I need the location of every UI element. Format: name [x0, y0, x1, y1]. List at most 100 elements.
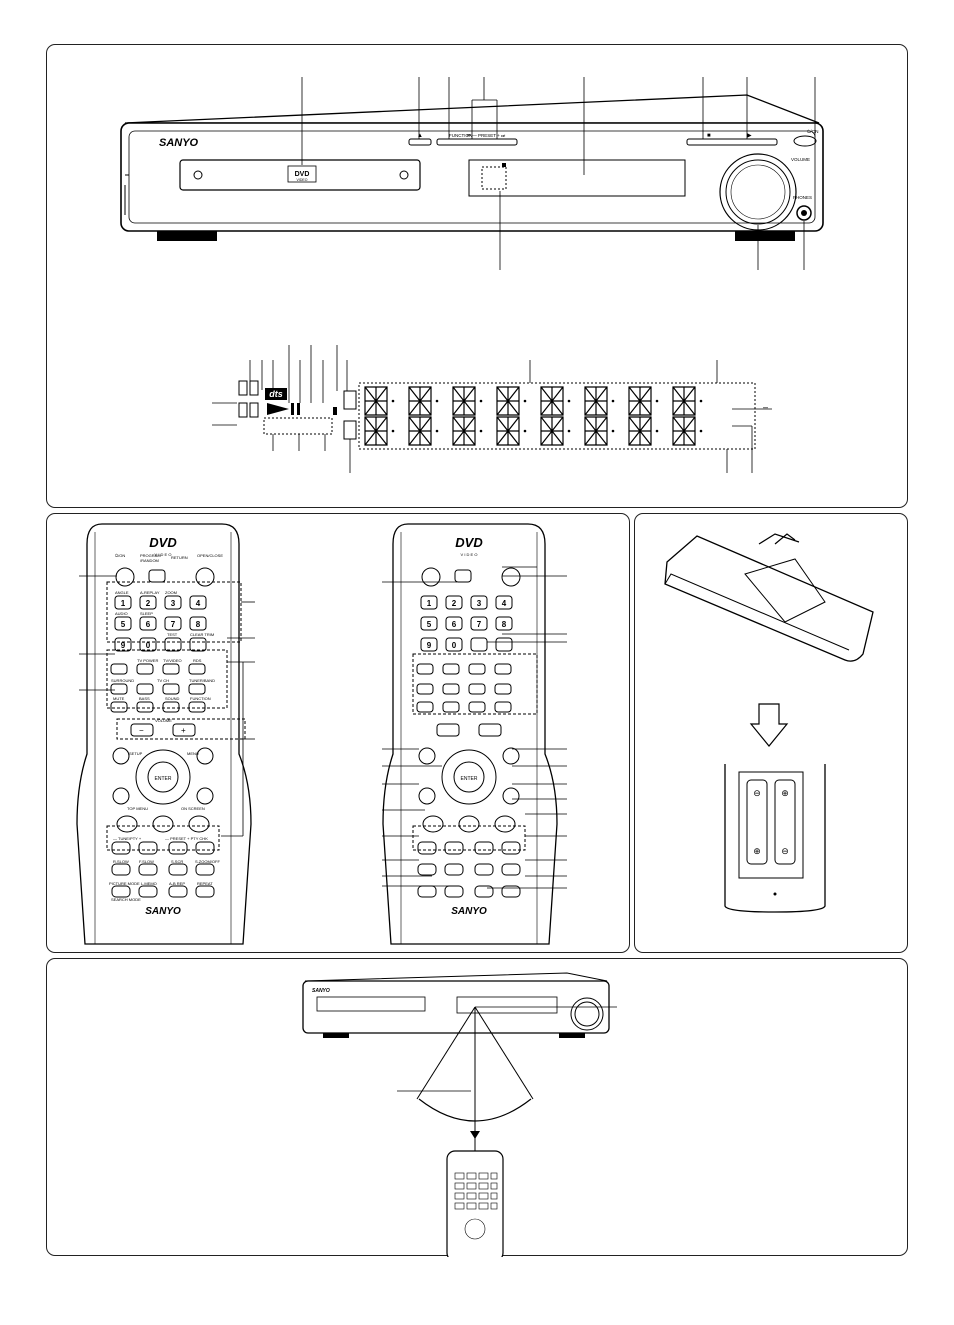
remote-range-section: SANYO	[46, 958, 908, 1325]
fl-display: dts	[238, 380, 756, 450]
segment-colon	[567, 429, 571, 433]
segment-colon	[611, 429, 615, 433]
segment-colon	[435, 399, 439, 403]
segment-char	[364, 416, 388, 446]
segment-char	[584, 416, 608, 446]
sound-label: SOUND	[165, 696, 180, 701]
segment-char	[452, 386, 476, 416]
battery-plus-2: ⊕	[753, 846, 761, 856]
menu-label: MENU	[187, 751, 199, 756]
setup-label: SETUP	[129, 751, 143, 756]
zoom-label: ZOOM	[165, 590, 177, 595]
rds-label: RDS	[193, 658, 202, 663]
segment-colon	[523, 429, 527, 433]
battery-plus-1: ⊕	[781, 788, 789, 798]
dashed-groups	[106, 581, 538, 851]
clear-trim-label: CLEAR TRIM	[190, 632, 215, 637]
test-label: TEST	[167, 632, 178, 637]
f-slow-label: F.SLOW	[139, 859, 154, 864]
function-label: FUNCTION	[190, 696, 211, 701]
program-random-label: PROGRAM /RANDOM	[140, 553, 161, 563]
segment-char	[672, 386, 696, 416]
brand-logo-small: SANYO	[312, 988, 330, 994]
sleep-label: SLEEP	[140, 611, 153, 616]
angle-label: ANGLE	[115, 590, 129, 595]
segment-char	[364, 386, 388, 416]
tune-pty-label: — TUNE/PTY +	[113, 836, 142, 841]
s-zoom-label: S.ZOOM/OFF	[195, 859, 220, 864]
remote-section: DVD V I D E O 1234	[46, 513, 630, 953]
callout-lines-top	[301, 77, 816, 270]
l-memo-label: L.MEMO	[141, 881, 157, 886]
power-on-label: ⏻/ON	[115, 553, 126, 558]
segment-char	[496, 416, 520, 446]
r-slow-label: R.SLOW	[113, 859, 129, 864]
audio-label: AUDIO	[115, 611, 128, 616]
segment-colon	[699, 429, 703, 433]
phones-label: PHONES	[793, 195, 812, 200]
display-mark: –	[763, 402, 768, 412]
eject-button-label: ▲	[417, 133, 423, 139]
on-screen-label: ON SCREEN	[181, 806, 205, 811]
bass-label: BASS	[139, 696, 150, 701]
segment-char	[584, 386, 608, 416]
front-unit-drawing: SANYO DVD VIDEO ▲ FUNCTION ⏮ — PRESET + …	[120, 77, 824, 473]
a-replay-label: A-REPLAY	[140, 590, 160, 595]
segment-colon	[391, 399, 395, 403]
segment-colon	[479, 429, 483, 433]
segment-colon	[567, 399, 571, 403]
picture-mode-label: PICTURE MODE	[109, 881, 140, 886]
tuner-band-label: TUNER/BAND	[189, 678, 216, 683]
battery-minus-1: ⊖	[753, 788, 761, 798]
segment-colon	[523, 399, 527, 403]
segment-char	[496, 386, 520, 416]
mini-remote-buttons	[454, 1172, 498, 1240]
segment-colon	[391, 429, 395, 433]
front-panel-section: SANYO DVD VIDEO ▲ FUNCTION ⏮ — PRESET + …	[46, 44, 908, 508]
top-menu-label: TOP MENU	[127, 806, 148, 811]
battery-drawing: ⊖ ⊕ ⊕ ⊖	[664, 533, 874, 913]
segment-char	[540, 386, 564, 416]
repeat-label: REPEAT	[197, 881, 213, 886]
segment-char	[452, 416, 476, 446]
tv-ch-label: TV CH	[157, 678, 169, 683]
s-scr-label: S.SCR	[171, 859, 184, 864]
remote-range-drawing: SANYO	[302, 972, 617, 1325]
power-button-label: ⏻/ON	[807, 129, 819, 134]
open-close-label: OPEN/CLOSE	[197, 553, 224, 558]
remote-left-labels: ⏻/ON PROGRAM /RANDOM RETURN OPEN/CLOSE A…	[47, 514, 631, 954]
segment-char	[408, 416, 432, 446]
callout-lines-remote	[79, 566, 567, 889]
battery-section: ⊖ ⊕ ⊕ ⊖	[634, 513, 908, 953]
segment-char	[628, 416, 652, 446]
mute-label: MUTE	[113, 696, 125, 701]
battery-minus-2: ⊖	[781, 846, 789, 856]
segment-char	[672, 416, 696, 446]
dts-indicator: dts	[269, 389, 283, 399]
surround-label: SURROUND	[111, 678, 135, 683]
preset-pty-label: — PRESET + PTY CHK	[165, 836, 208, 841]
volume-label-remote: VOLUME	[155, 718, 172, 723]
preset-button-label: ⏮ — PRESET + ⏭	[467, 133, 505, 138]
function-button-label: FUNCTION	[449, 133, 472, 138]
a-b-rep-label: A-B REP	[169, 881, 186, 886]
segment-char	[408, 386, 432, 416]
segment-colon	[699, 399, 703, 403]
segment-colon	[655, 399, 659, 403]
remote-drawings: DVD V I D E O 1234	[76, 523, 567, 945]
tv-power-label: TV POWER	[137, 658, 159, 663]
callout-lines-display	[212, 345, 728, 473]
brand-logo: SANYO	[159, 137, 199, 149]
segment-colon	[611, 399, 615, 403]
dvd-logo-sub: VIDEO	[297, 178, 308, 182]
segment-colon	[479, 399, 483, 403]
segment-colon	[435, 429, 439, 433]
volume-plus: +	[181, 726, 186, 735]
tv-video-label: TV/VIDEO	[163, 658, 182, 663]
play-button-label: ▶	[747, 133, 752, 139]
segment-char	[540, 416, 564, 446]
volume-label: VOLUME	[791, 157, 810, 162]
volume-minus: −	[139, 726, 144, 735]
segment-char	[628, 386, 652, 416]
segment-characters	[364, 386, 703, 446]
